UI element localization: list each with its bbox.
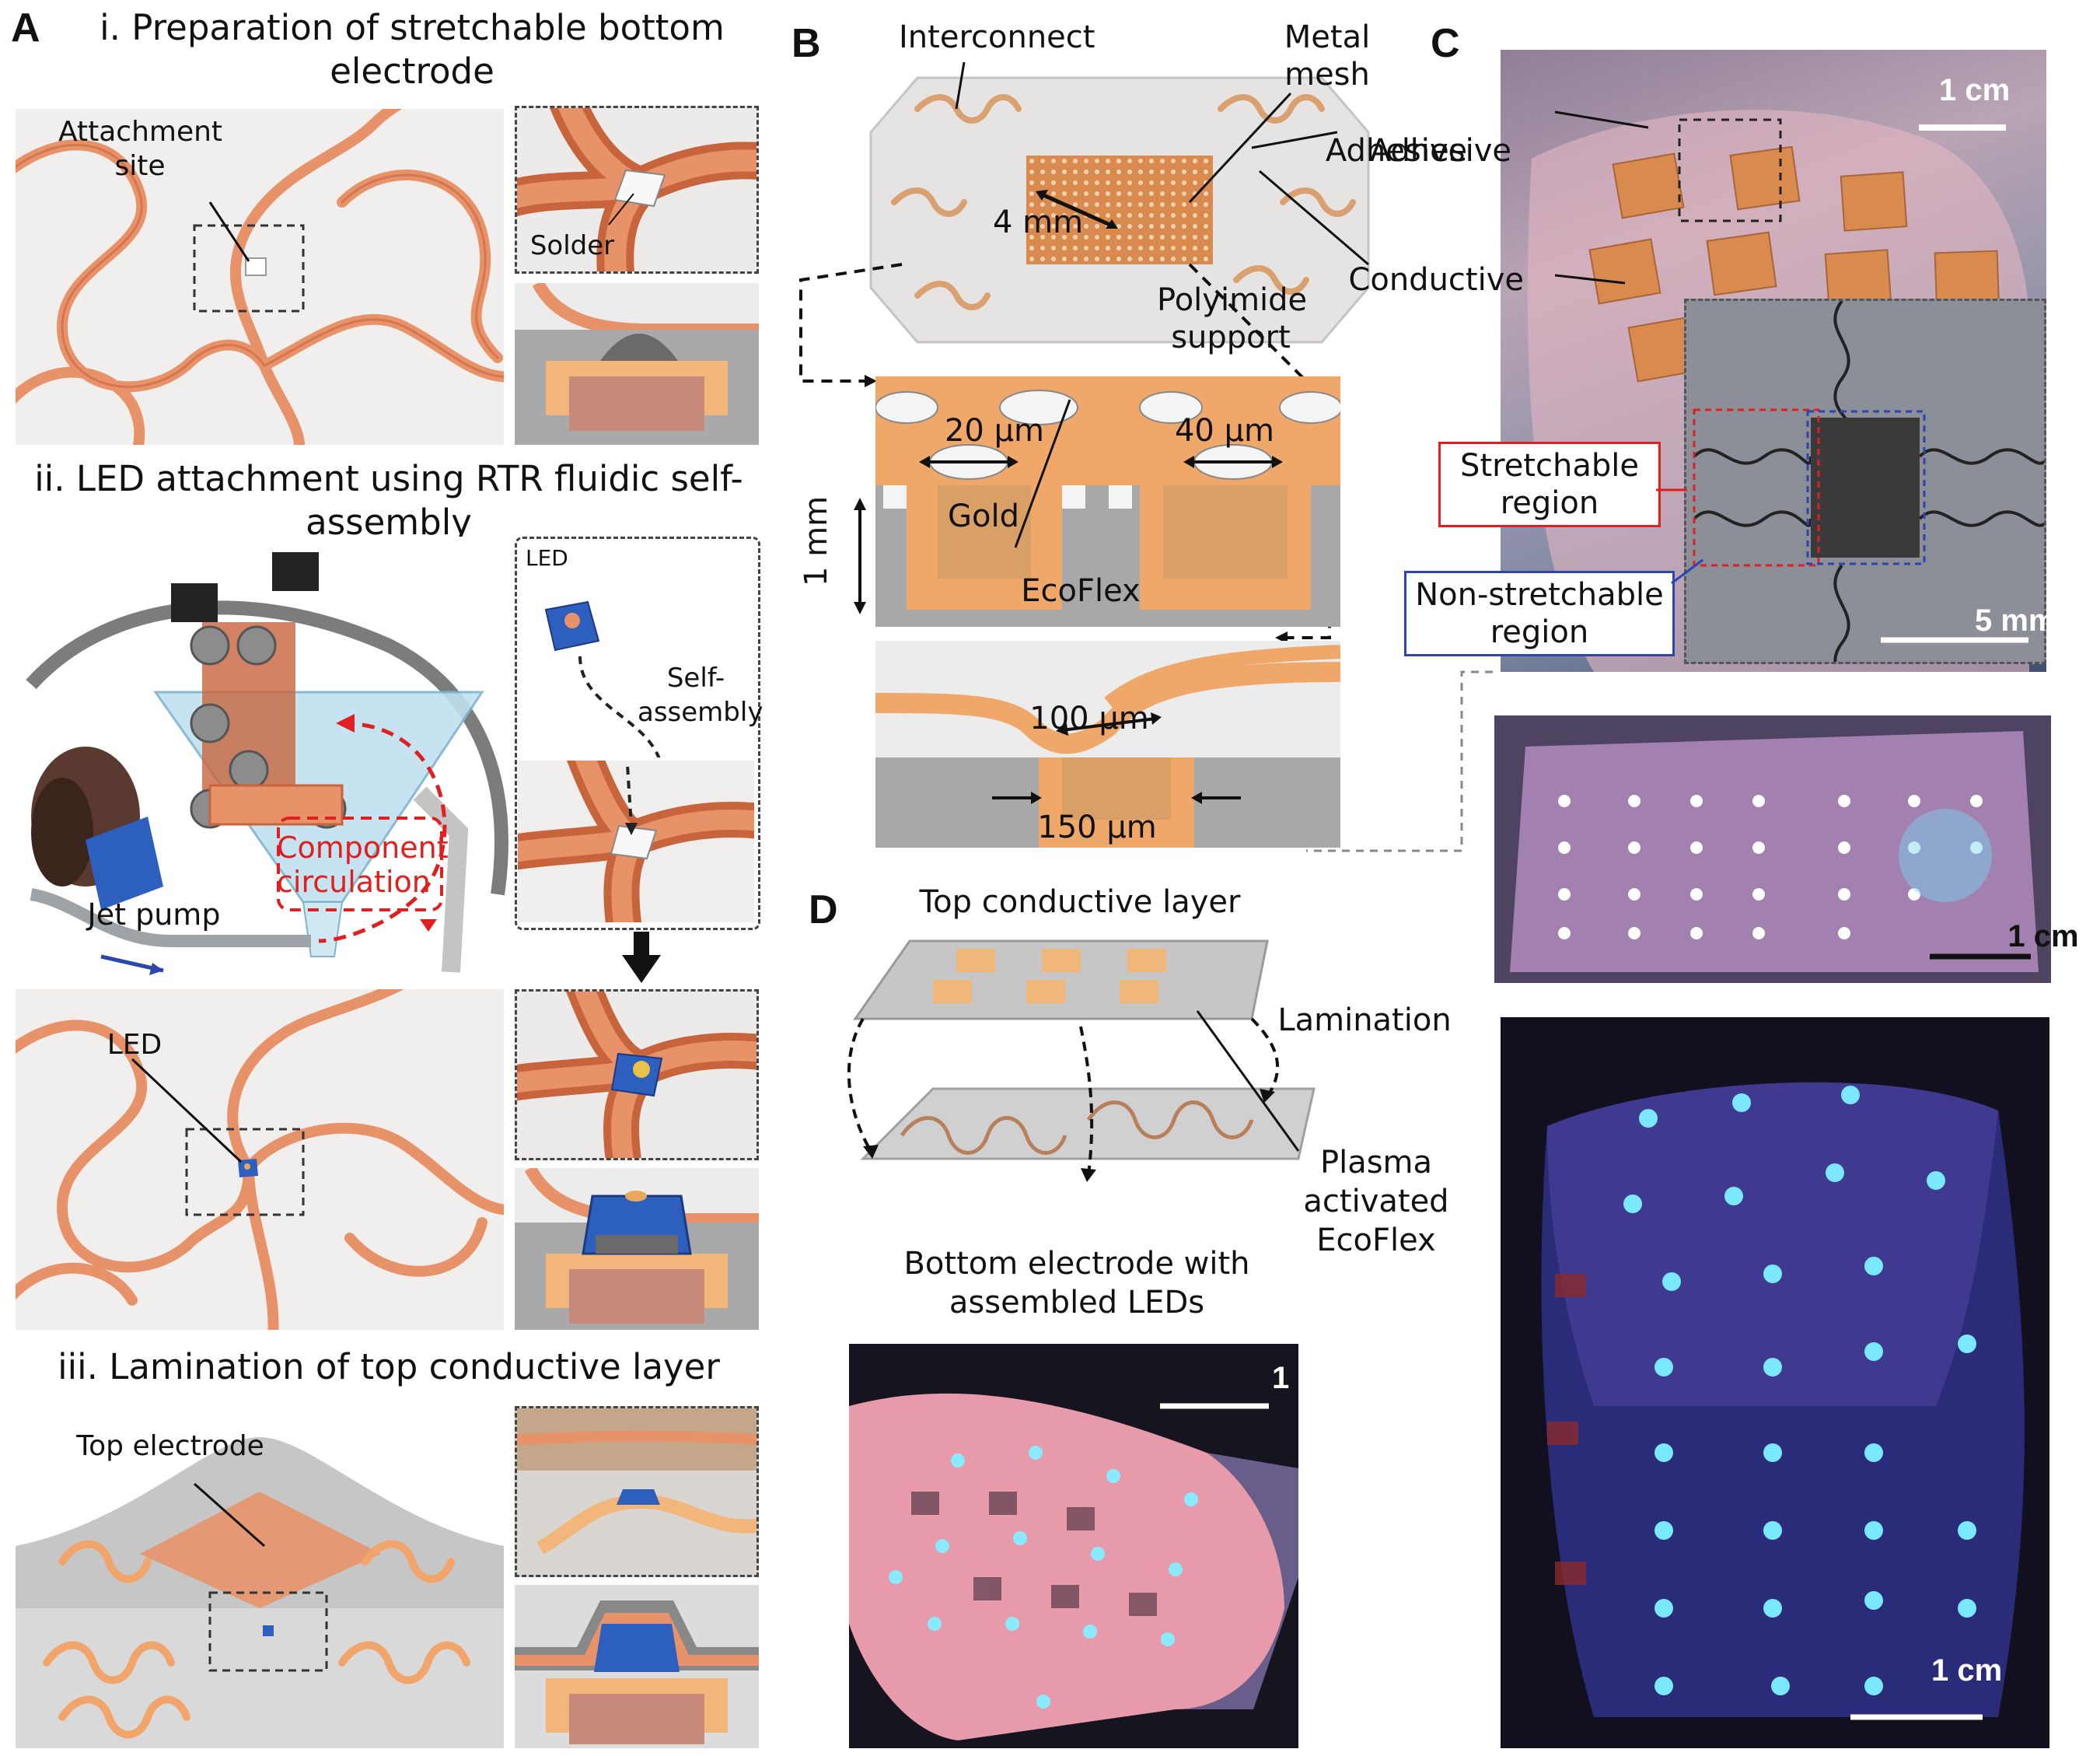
scalebar-inset-label: 5 mm	[1975, 603, 2056, 638]
four-mm-label: 4 mm	[992, 205, 1084, 240]
serpentine-electrode-drawing	[16, 109, 504, 445]
panel-d-letter: D	[809, 887, 838, 932]
panel-b-letter: B	[791, 21, 821, 66]
led-zoom-inset	[515, 989, 759, 1160]
solder-label: Solder	[529, 230, 615, 261]
scalebar-top-label: 1 cm	[1939, 73, 2011, 107]
solder-cross-section	[515, 283, 759, 445]
interconnect-cross-section	[875, 641, 1340, 848]
panel-c-adhesive-label: Adhesive	[1369, 133, 1511, 169]
polyimide-support-label: Polyimide support	[1157, 282, 1308, 355]
panel-divider	[1306, 670, 1493, 852]
one-mm-arrow-icon	[854, 498, 866, 614]
onefifty-um-label: 150 µm	[1037, 810, 1157, 845]
panel-c-letter: C	[1431, 21, 1460, 66]
scalebar-bottom-label: 1 cm	[1931, 1653, 2003, 1688]
lamination-zoom-inset	[515, 1406, 759, 1577]
twenty-um-label: 20 µm	[944, 413, 1045, 449]
gold-label: Gold	[948, 498, 1019, 534]
panel-a-step1-title: i. Preparation of stretchable bottom ele…	[100, 7, 725, 92]
led-array-photo	[1494, 715, 2051, 983]
panel-d-scalebar-label: 1 cm	[1272, 1361, 1344, 1395]
serpentine-with-led-image	[16, 989, 504, 1330]
panel-a-letter: A	[11, 5, 40, 51]
panel-b-adhesive-label: Adhesive	[1325, 133, 1468, 169]
led-array-bent-photo	[1501, 1017, 2049, 1748]
jet-pump-label: Jet pump	[87, 897, 221, 932]
lamination-label: Lamination	[1277, 1002, 1452, 1038]
led-falling-image	[518, 540, 754, 757]
down-arrow-icon	[622, 932, 661, 983]
top-electrode-label: Top electrode	[76, 1430, 264, 1462]
panel-a-step3-title: iii. Lamination of top conductive layer	[58, 1346, 720, 1387]
metal-mesh-pattern	[1026, 156, 1213, 264]
stretchable-region-label: Stretchable region	[1438, 442, 1661, 527]
panel-c-conductive-label: Conductive	[1348, 262, 1524, 298]
mesh-cross-section	[875, 376, 1340, 627]
lamination-image	[16, 1406, 504, 1748]
self-assembly-label: Self-assembly	[638, 663, 763, 728]
serpentine-inset-photo	[1684, 299, 2046, 664]
solder-zoom-inset	[515, 106, 759, 274]
attachment-site-label: Attachment site	[58, 116, 223, 182]
site-zoom-before	[518, 761, 754, 922]
serpentine-electrode-image	[16, 109, 504, 445]
scalebar-mid-label: 1 cm	[2007, 919, 2079, 953]
led-cross-section	[515, 1168, 759, 1330]
plasma-activated-label: Plasma activated EcoFlex	[1303, 1145, 1449, 1258]
forty-um-label: 40 µm	[1174, 413, 1275, 449]
bottom-electrode-label: Bottom electrode with assembled LEDs	[903, 1246, 1250, 1320]
component-circulation-label: Component circulation	[277, 831, 449, 899]
lamination-stack-diagram	[847, 939, 1316, 1182]
one-mm-label: 1 mm	[798, 495, 834, 586]
panel-b-leader-lines	[955, 61, 1369, 266]
panel-a-step2-title: ii. LED attachment using RTR fluidic sel…	[34, 458, 743, 543]
self-assembly-inset-frame	[515, 537, 760, 930]
metal-mesh-label: Metal mesh	[1284, 19, 1371, 93]
interconnect-label: Interconnect	[899, 19, 1095, 55]
region-leader-lines	[1656, 488, 1703, 585]
bent-device-photo	[849, 1344, 1298, 1748]
non-stretchable-region-label: Non-stretchable region	[1404, 571, 1675, 656]
lamination-cross-section	[515, 1585, 759, 1748]
led-label: LED	[107, 1029, 162, 1061]
rtr-machine-image	[16, 537, 513, 980]
led-inset-label: LED	[526, 545, 568, 571]
hundred-um-label: 100 µm	[1029, 701, 1149, 736]
top-conductive-layer-label: Top conductive layer	[919, 884, 1241, 920]
ecoflex-label: EcoFlex	[1021, 573, 1141, 609]
